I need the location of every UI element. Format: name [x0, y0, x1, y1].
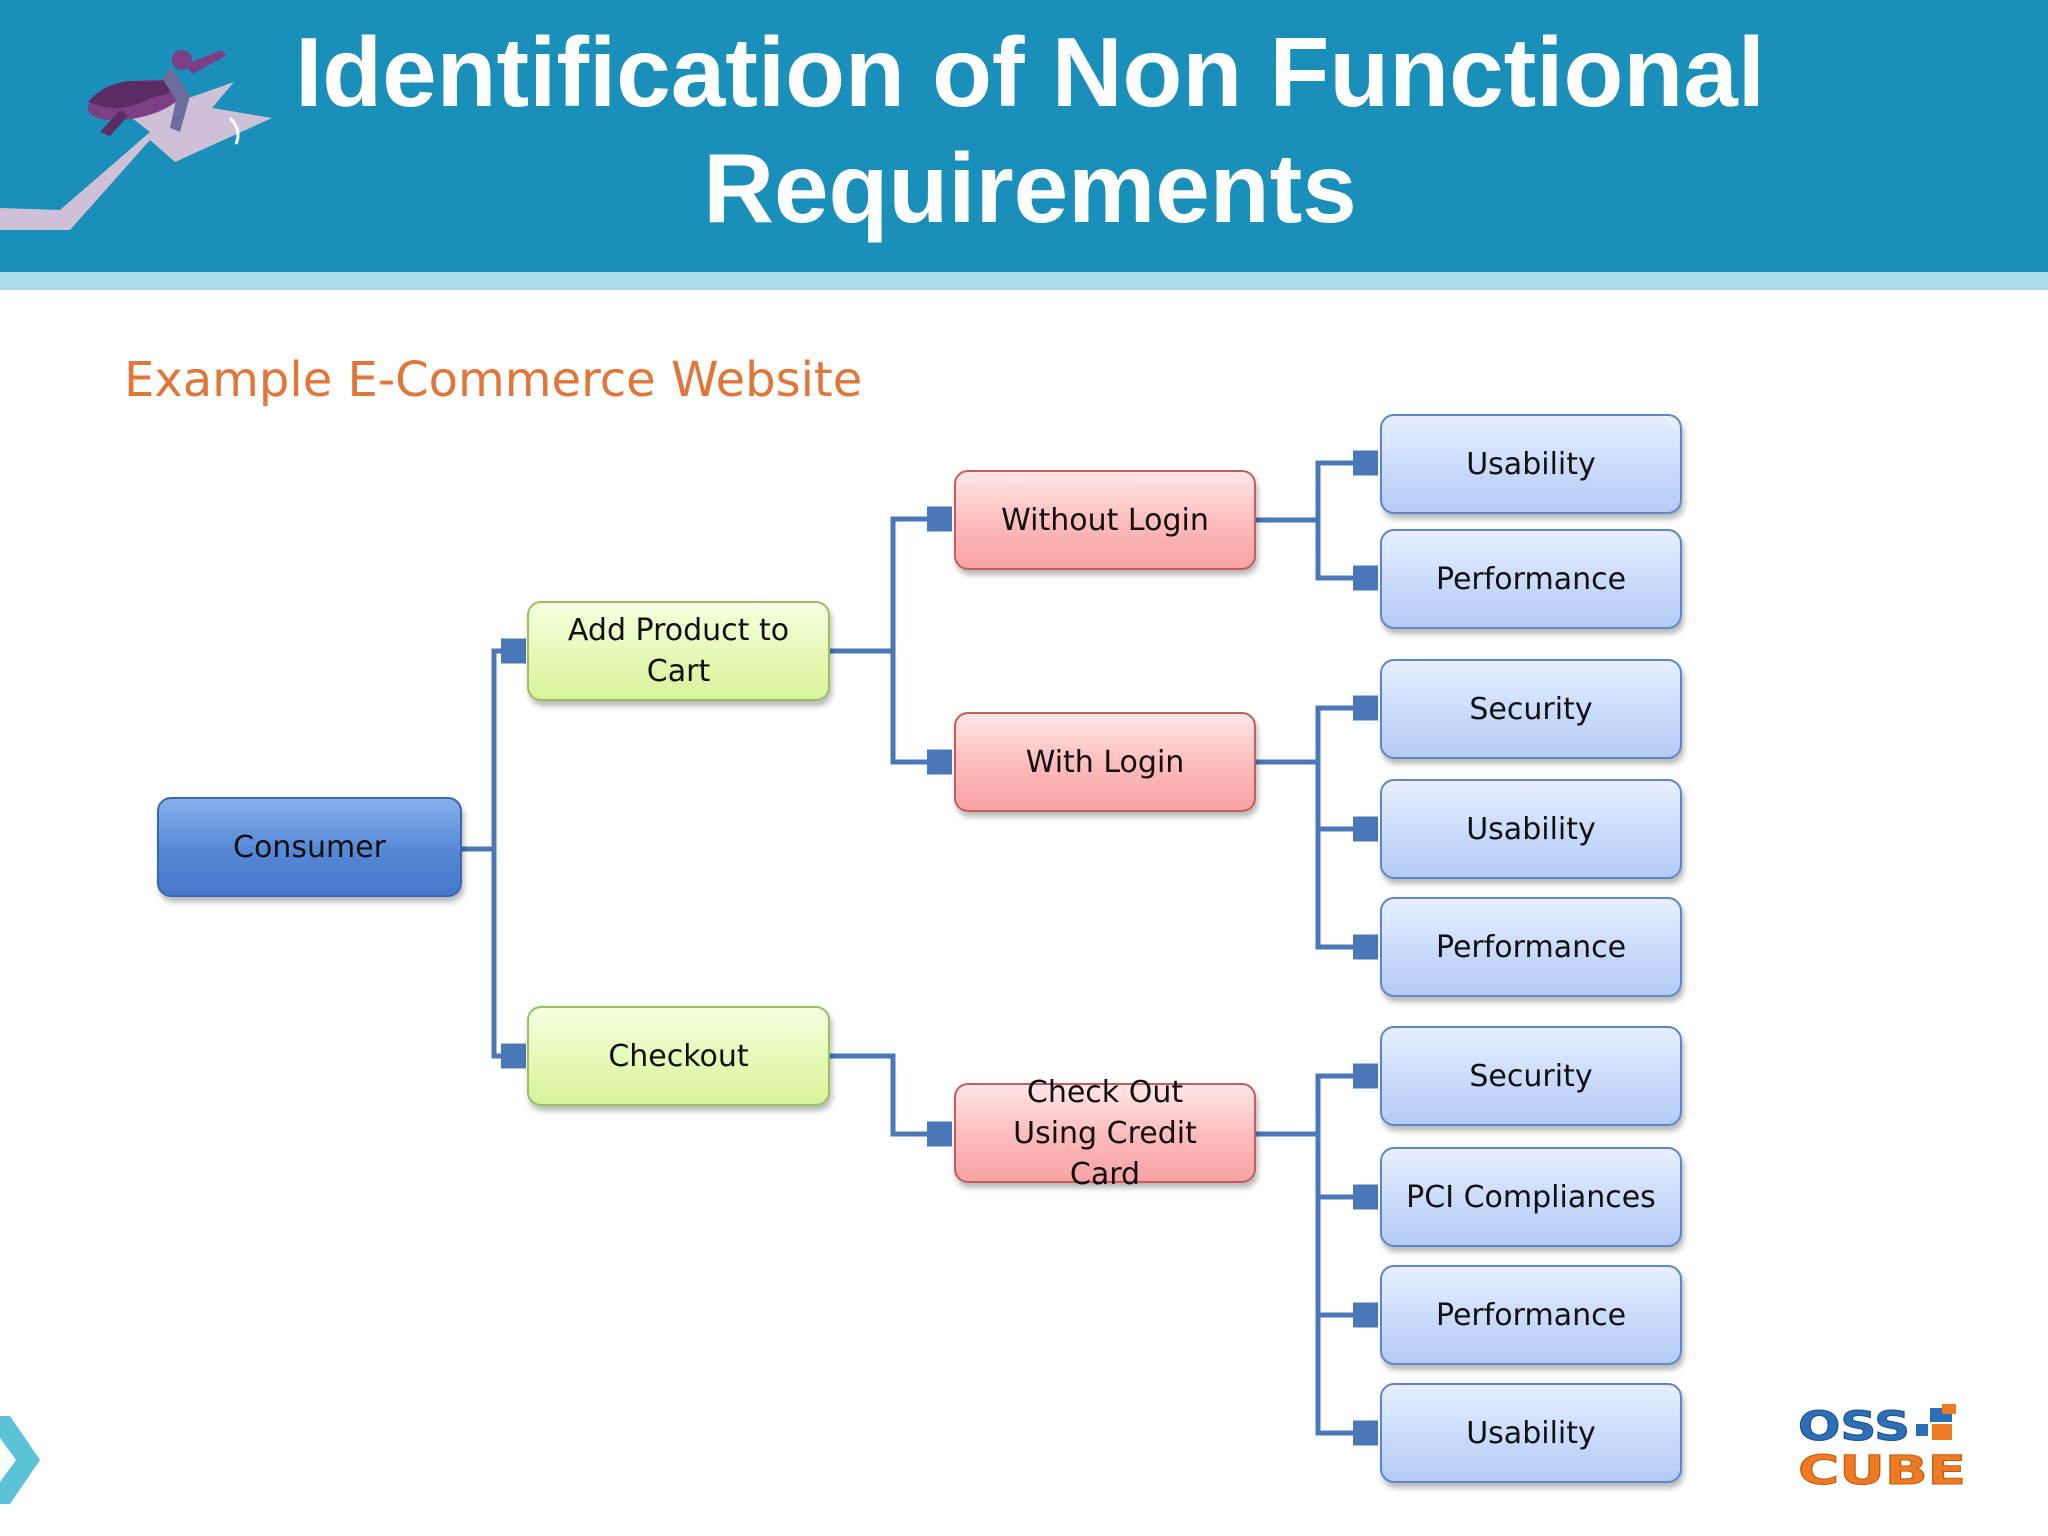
rocket-arrow-icon: [0, 50, 272, 230]
node-performance-3: Performance: [1380, 1265, 1682, 1365]
node-label: Add Product to Cart: [567, 613, 790, 689]
node-label: Performance: [1435, 561, 1627, 597]
connector-add-without-login: [830, 519, 948, 654]
connector-root-checkout: [462, 846, 522, 1056]
header-bar: [0, 0, 2048, 272]
connector-add-with-login: [830, 648, 948, 762]
node-usability-3: Usability: [1380, 1383, 1682, 1483]
node-label: Checkout: [608, 1038, 749, 1074]
node-add-product-to-cart: Add Product to Cart: [527, 601, 830, 701]
osscube-logo: OSS CUBE: [1798, 1404, 1967, 1491]
node-usability-2: Usability: [1380, 779, 1682, 879]
diagram-subtitle: Example E-Commerce Website: [124, 352, 863, 408]
connector-credit-card-security: [1256, 1076, 1374, 1137]
chevron-right-icon: [0, 1416, 40, 1504]
connector-credit-card-pci: [1256, 1131, 1374, 1197]
connector-credit-card-performance: [1256, 1131, 1374, 1315]
node-checkout: Checkout: [527, 1006, 830, 1106]
node-security-1: Security: [1380, 659, 1682, 759]
node-pci-compliances: PCI Compliances: [1380, 1147, 1682, 1247]
logo-text-oss: OSS: [1798, 1404, 1910, 1450]
connector-without-login-usability: [1256, 463, 1374, 523]
node-label: Without Login: [1001, 502, 1209, 538]
node-label: Security: [1469, 1058, 1593, 1094]
node-label: Security: [1469, 691, 1593, 727]
connector-credit-card-usability: [1256, 1131, 1374, 1433]
node-performance-2: Performance: [1380, 897, 1682, 997]
node-consumer: Consumer: [157, 797, 462, 897]
node-label: PCI Compliances: [1406, 1179, 1656, 1215]
node-label: Check Out Using Credit Card: [1013, 1074, 1197, 1192]
connector-with-login-security: [1256, 708, 1374, 765]
node-label: Usability: [1466, 811, 1596, 847]
logo-text-cube: CUBE: [1798, 1448, 1966, 1490]
node-security-2: Security: [1380, 1026, 1682, 1126]
node-label: Usability: [1466, 1415, 1596, 1451]
connector-checkout-credit-card: [830, 1053, 948, 1134]
header-accent-strip: [0, 272, 2048, 290]
node-without-login: Without Login: [954, 470, 1256, 570]
node-check-out-using-credit-card: Check Out Using Credit Card: [954, 1075, 1256, 1192]
node-label: Usability: [1466, 446, 1596, 482]
connector-with-login-usability: [1256, 759, 1374, 829]
connector-without-login-performance: [1256, 517, 1374, 578]
node-label: Performance: [1435, 1297, 1627, 1333]
node-label: Performance: [1435, 929, 1627, 965]
node-usability-1: Usability: [1380, 414, 1682, 514]
node-label: Consumer: [233, 829, 386, 865]
node-with-login: With Login: [954, 712, 1256, 812]
connector-root-add: [462, 651, 522, 852]
connector-with-login-performance: [1256, 759, 1374, 947]
slide-title: Identification of Non Functional Require…: [295, 17, 1765, 243]
node-label: With Login: [1025, 744, 1185, 780]
node-performance-1: Performance: [1380, 529, 1682, 629]
